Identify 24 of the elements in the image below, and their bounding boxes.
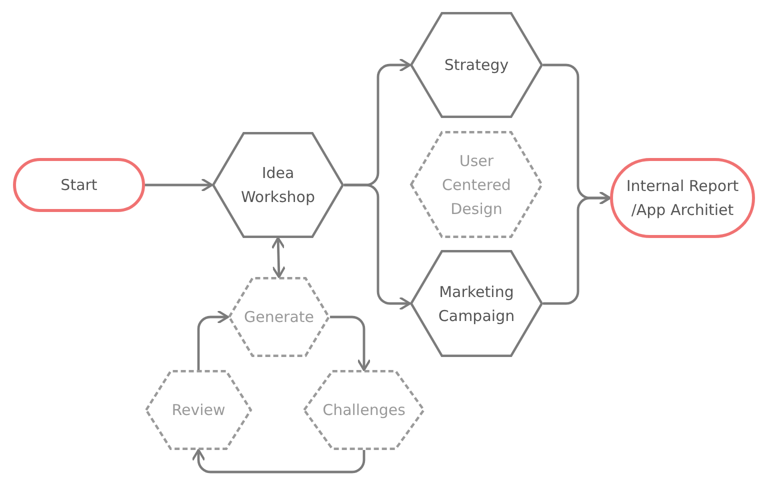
hexagon-node	[303, 370, 425, 450]
hexagon-node	[410, 250, 543, 357]
hexagon-node	[212, 132, 344, 238]
hexagon-node	[228, 277, 330, 357]
node-label: Marketing Campaign	[437, 282, 516, 326]
arrow	[191, 448, 366, 474]
hexagon-node	[145, 370, 252, 450]
node-label: Strategy	[443, 55, 510, 76]
node-label: Internal Report /App Architiet	[625, 176, 740, 221]
arrow	[145, 178, 214, 192]
node-label: Start	[60, 175, 98, 196]
arrow	[344, 184, 412, 311]
arrow	[330, 316, 372, 372]
hexagon-node	[410, 131, 543, 238]
terminal-node	[13, 158, 145, 212]
node-label: Generate	[242, 307, 316, 328]
arrow	[543, 190, 612, 305]
node-label: Challenges	[322, 400, 406, 421]
arrow	[197, 310, 230, 370]
arrow	[271, 236, 286, 278]
node-label: Idea Workshop	[240, 163, 316, 208]
node-label: Review	[170, 400, 226, 421]
hexagon-node	[410, 12, 543, 118]
node-label: User Centered Design	[441, 150, 512, 220]
